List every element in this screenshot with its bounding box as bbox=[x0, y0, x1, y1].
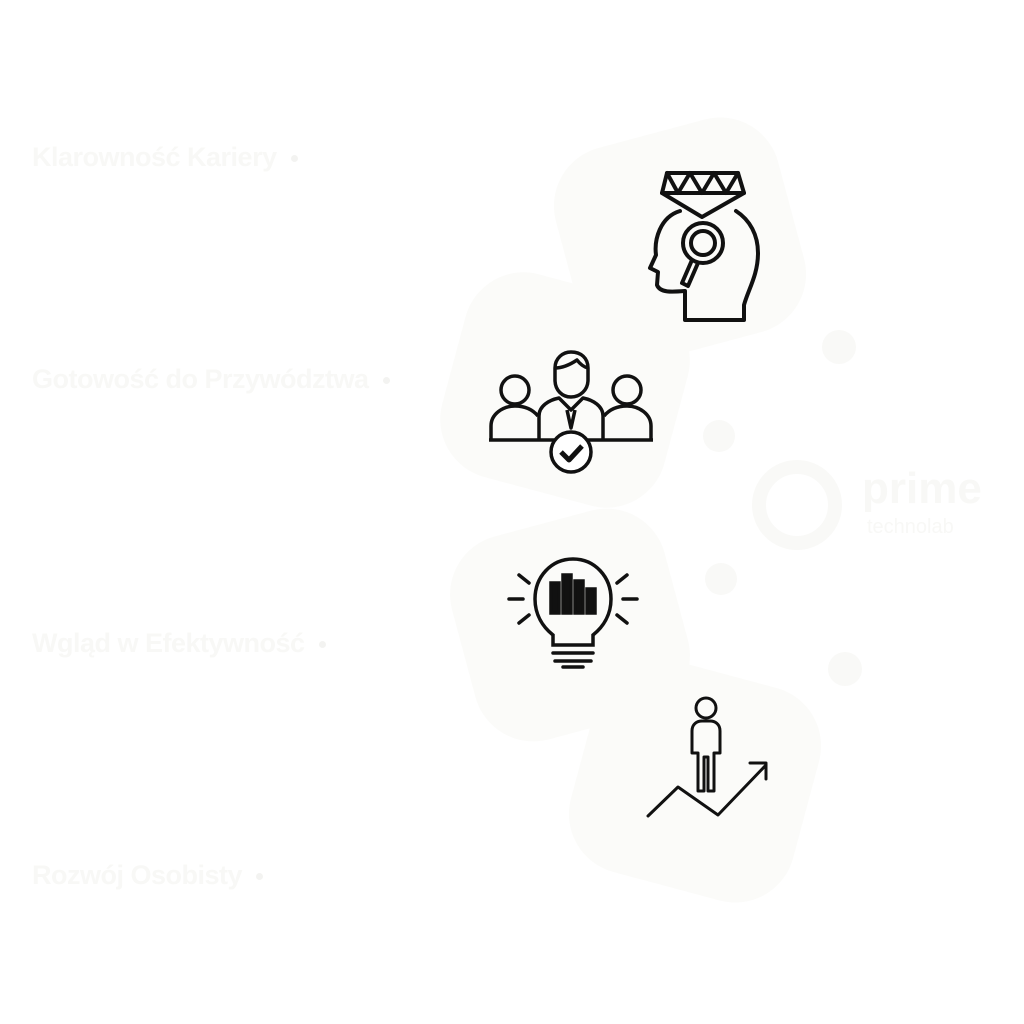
bullet-dot bbox=[382, 377, 390, 385]
item-label-leadership: Gotowość do Przywództwa bbox=[32, 364, 390, 395]
label-text: Wgląd w Efektywność bbox=[32, 628, 305, 658]
item-label-personal-growth: Rozwój Osobisty bbox=[32, 860, 264, 891]
team-leader-check-icon bbox=[489, 350, 653, 474]
person-growth-arrow-icon bbox=[646, 696, 768, 818]
lightbulb-chart-icon bbox=[507, 557, 639, 669]
label-text: Klarowność Kariery bbox=[32, 142, 277, 172]
timeline-dot bbox=[822, 330, 856, 364]
bullet-dot bbox=[290, 155, 298, 163]
timeline-dot bbox=[703, 420, 735, 452]
timeline-dot bbox=[828, 652, 862, 686]
logo-name: prime bbox=[862, 464, 982, 513]
timeline-dot bbox=[705, 563, 737, 595]
label-text: Gotowość do Przywództwa bbox=[32, 364, 369, 394]
item-label-career-clarity: Klarowność Kariery bbox=[32, 142, 298, 173]
head-diamond-magnifier-icon bbox=[648, 171, 760, 322]
logo-subtitle: technolab bbox=[867, 516, 954, 538]
bullet-dot bbox=[256, 873, 264, 881]
label-text: Rozwój Osobisty bbox=[32, 860, 243, 890]
logo-mark bbox=[752, 460, 842, 550]
bullet-dot bbox=[318, 641, 326, 649]
item-label-performance: Wgląd w Efektywność bbox=[32, 628, 326, 659]
